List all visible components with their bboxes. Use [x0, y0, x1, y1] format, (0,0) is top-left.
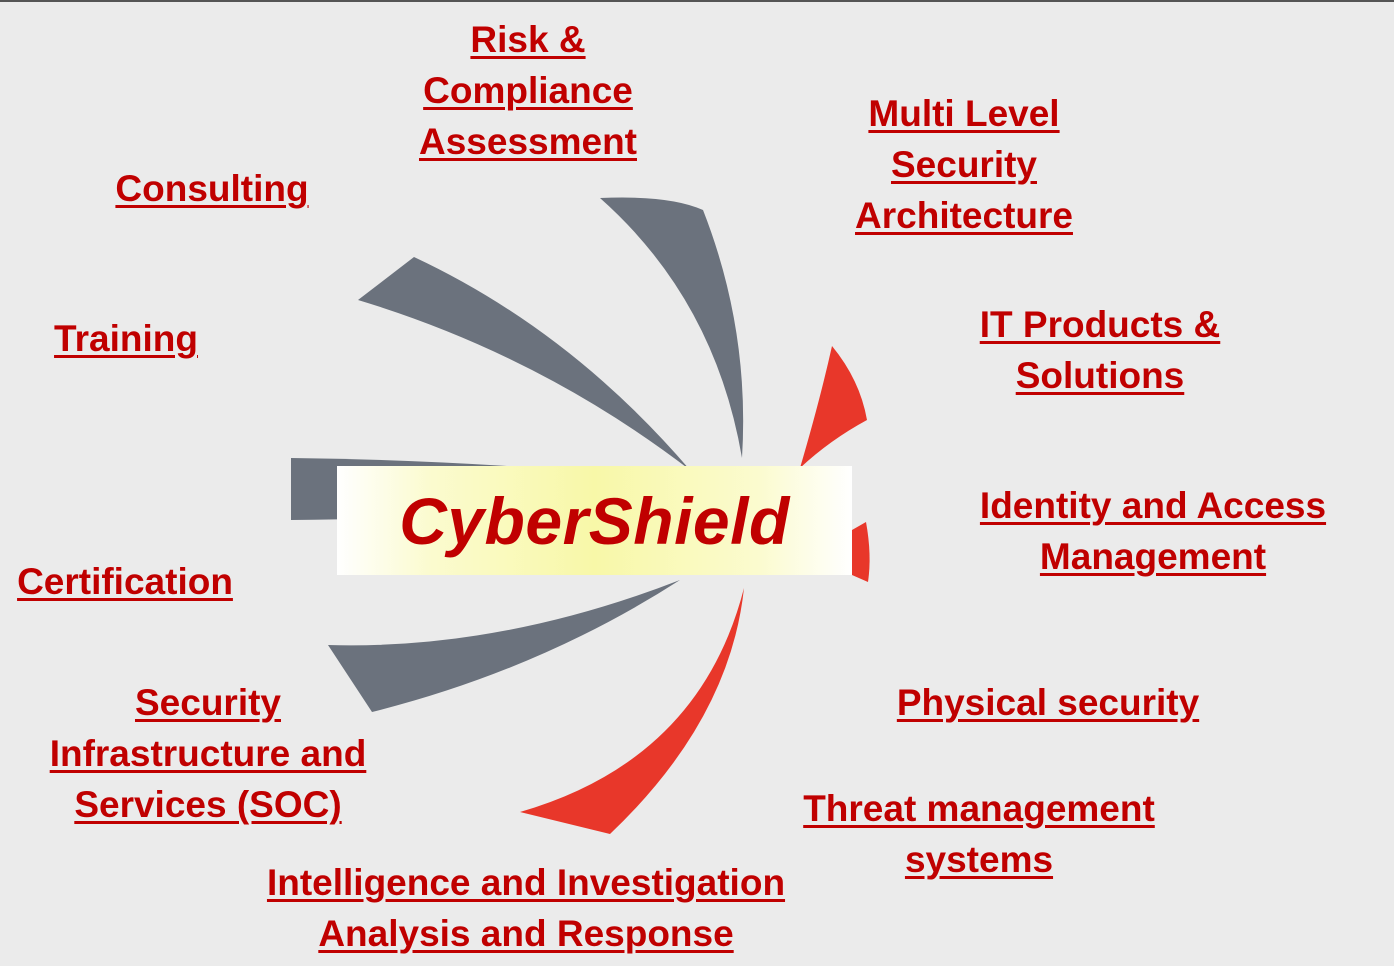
multi-line-3: Architecture [855, 195, 1073, 236]
intel-line-1: Intelligence and Investigation [266, 862, 786, 903]
intel-line-2: Analysis and Response [318, 913, 734, 954]
it-line-2: Solutions [1015, 355, 1185, 396]
red-blade-upper-right [800, 346, 867, 468]
soc-line-1: Security [134, 682, 281, 723]
risk-line-3: Assessment [418, 121, 637, 162]
threat-line-2: systems [904, 839, 1054, 880]
link-risk-compliance-assessment[interactable]: Risk & Compliance Assessment [378, 14, 678, 167]
link-intelligence-investigation[interactable]: Intelligence and Investigation Analysis … [206, 857, 846, 959]
red-blade-right [852, 522, 870, 582]
physical-label: Physical security [896, 682, 1200, 723]
gray-blade-upper-left [358, 257, 690, 470]
link-consulting[interactable]: Consulting [92, 163, 332, 214]
link-identity-access-management[interactable]: Identity and Access Management [948, 480, 1358, 582]
gray-blade-lower-left [328, 580, 680, 712]
multi-line-1: Multi Level [868, 93, 1060, 134]
link-certification[interactable]: Certification [0, 556, 250, 607]
center-title: CyberShield [399, 483, 790, 558]
link-physical-security[interactable]: Physical security [858, 677, 1238, 728]
link-training[interactable]: Training [26, 313, 226, 364]
soc-line-3: Services (SOC) [74, 784, 342, 825]
link-multi-level-security-architecture[interactable]: Multi Level Security Architecture [814, 88, 1114, 241]
center-title-box: CyberShield [337, 466, 852, 575]
risk-line-1: Risk & [470, 19, 586, 60]
link-security-infrastructure-soc[interactable]: Security Infrastructure and Services (SO… [18, 677, 398, 830]
top-border [0, 0, 1394, 2]
threat-line-1: Threat management [803, 788, 1155, 829]
iam-line-2: Management [1039, 536, 1267, 577]
it-line-1: IT Products & [979, 304, 1221, 345]
training-label: Training [54, 318, 198, 359]
gray-blade-top [600, 197, 744, 458]
multi-line-2: Security [890, 144, 1037, 185]
risk-line-2: Compliance [423, 70, 633, 111]
red-blade-bottom [520, 588, 744, 834]
link-it-products-solutions[interactable]: IT Products & Solutions [940, 299, 1260, 401]
consulting-label: Consulting [115, 168, 309, 209]
link-threat-management-systems[interactable]: Threat management systems [769, 783, 1189, 885]
certification-label: Certification [17, 561, 233, 602]
soc-line-2: Infrastructure and [49, 733, 367, 774]
iam-line-1: Identity and Access [979, 485, 1327, 526]
